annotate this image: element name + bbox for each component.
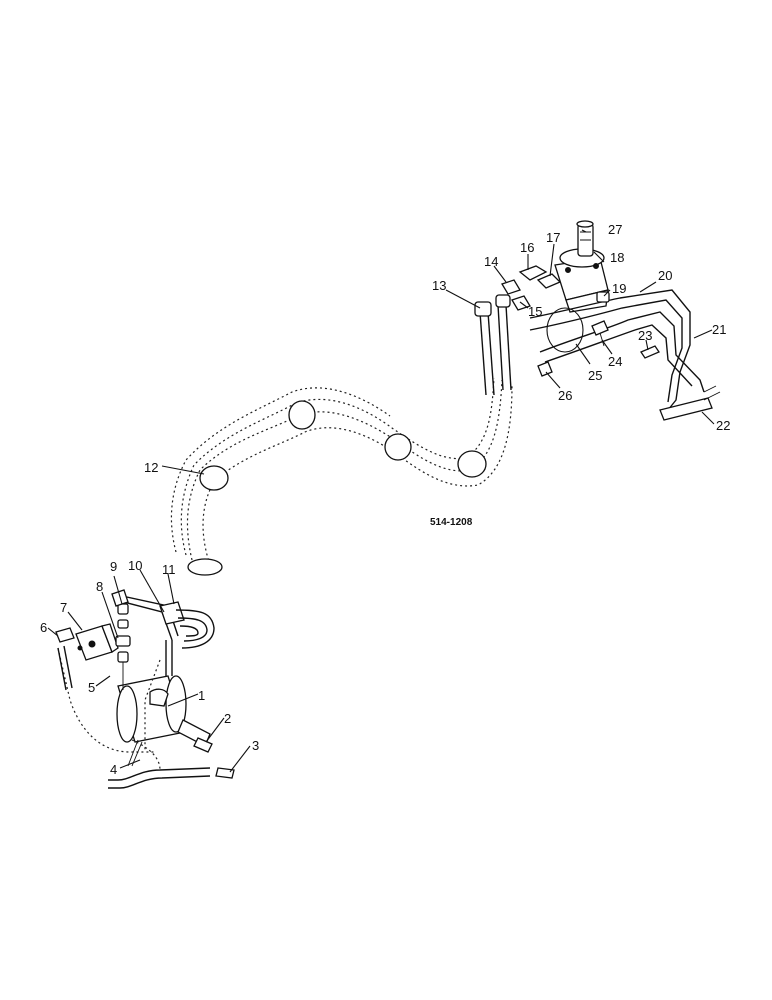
fitting-8 <box>115 635 131 647</box>
rod-end-2 <box>193 737 213 753</box>
callout-labels: 1 2 3 4 5 6 7 8 9 10 11 12 13 14 15 16 1… <box>40 222 730 777</box>
callout-25: 25 <box>588 368 602 383</box>
loose-parts <box>537 307 660 377</box>
callout-22: 22 <box>716 418 730 433</box>
connector-16 <box>518 265 548 281</box>
callout-10: 10 <box>128 558 142 573</box>
callout-24: 24 <box>608 354 622 369</box>
callout-15: 15 <box>528 304 542 319</box>
callout-26: 26 <box>558 388 572 403</box>
cylinder-hoses <box>57 640 211 789</box>
callout-11: 11 <box>162 562 176 577</box>
callout-1: 1 <box>198 688 205 703</box>
tube-10-11 <box>111 589 215 649</box>
callout-2: 2 <box>224 711 231 726</box>
callout-21: 21 <box>712 322 726 337</box>
callout-3: 3 <box>252 738 259 753</box>
pin-3 <box>215 767 235 779</box>
callout-14: 14 <box>484 254 498 269</box>
cylinder-assembly <box>116 675 235 779</box>
drawing-code: 514-1208 <box>430 517 473 528</box>
callout-23: 23 <box>638 328 652 343</box>
tee-11 <box>159 601 185 625</box>
fitting-6 <box>55 627 75 643</box>
callout-17: 17 <box>546 230 560 245</box>
callout-27: 27 <box>608 222 622 237</box>
tee-fitting-22 <box>659 397 713 421</box>
callout-20: 20 <box>658 268 672 283</box>
elbow-fitting <box>474 301 492 317</box>
callout-6: 6 <box>40 620 47 635</box>
callout-16: 16 <box>520 240 534 255</box>
callout-4: 4 <box>110 762 117 777</box>
callout-13: 13 <box>432 278 446 293</box>
hose-clamp <box>187 558 223 576</box>
leader-lines <box>47 229 715 773</box>
o-ring-25 <box>546 307 584 353</box>
hose-clamp <box>199 465 229 491</box>
port-boss <box>149 688 169 707</box>
fitting-26 <box>537 361 553 377</box>
valve-block-7 <box>55 623 119 661</box>
callout-12: 12 <box>144 460 158 475</box>
part-23 <box>640 345 660 359</box>
hose-clamp <box>288 400 316 430</box>
supply-pipes <box>474 294 512 396</box>
hose-assembly <box>170 377 513 576</box>
hose-clamp <box>384 433 412 461</box>
callout-7: 7 <box>60 600 67 615</box>
callout-5: 5 <box>88 680 95 695</box>
callout-19: 19 <box>612 281 626 296</box>
part-24 <box>591 320 609 336</box>
elbow-fitting <box>495 294 511 308</box>
connector-14 <box>501 279 521 295</box>
hose-clamp <box>457 450 487 478</box>
callout-8: 8 <box>96 579 103 594</box>
callout-18: 18 <box>610 250 624 265</box>
callout-9: 9 <box>110 559 117 574</box>
